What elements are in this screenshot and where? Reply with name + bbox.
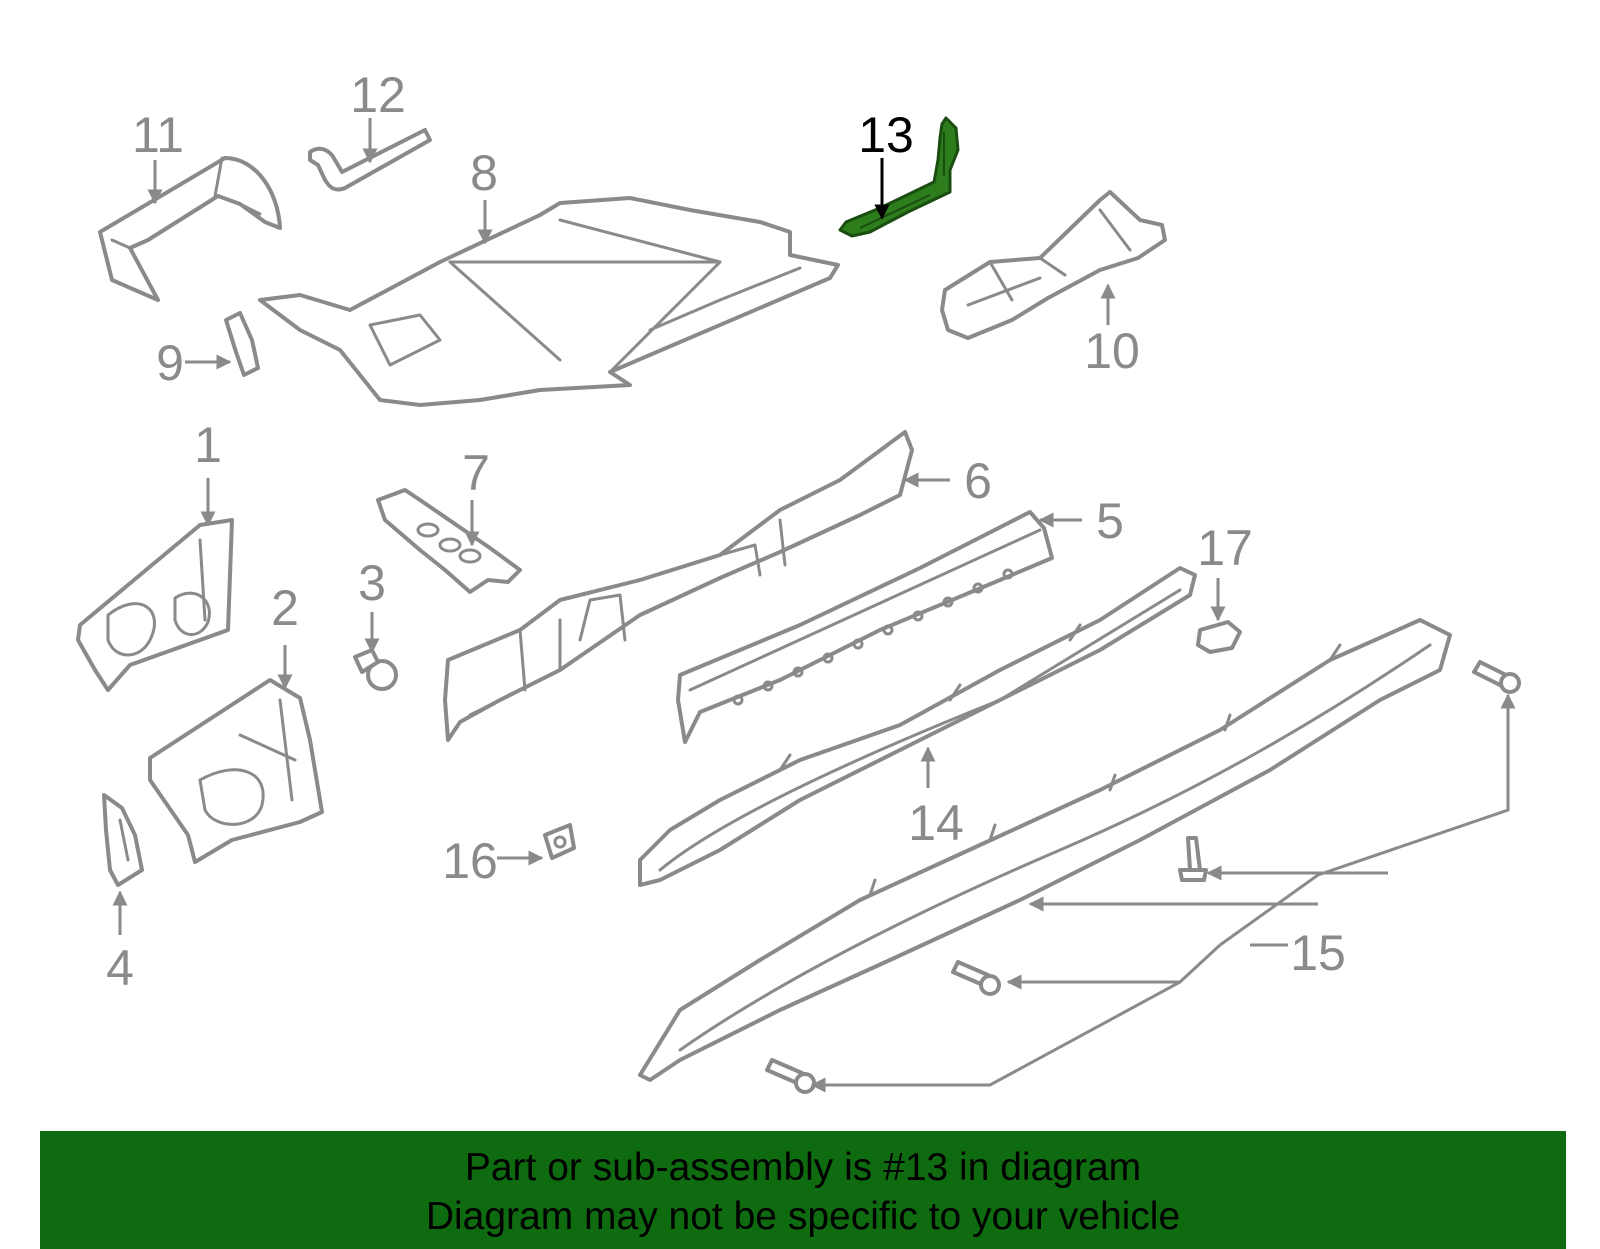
part-1-shape[interactable] (76, 518, 234, 692)
callout-3[interactable]: 3 (358, 555, 386, 611)
part-11-shape[interactable] (98, 156, 282, 302)
footer-line-1: Part or sub-assembly is #13 in diagram (464, 1146, 1142, 1189)
footer-line-2: Diagram may not be specific to your vehi… (425, 1195, 1181, 1238)
callout-13[interactable]: 13 (858, 107, 914, 163)
part-2-shape[interactable] (148, 678, 324, 864)
part-10-shape[interactable] (940, 190, 1167, 340)
callout-10[interactable]: 10 (1084, 323, 1140, 379)
callout-16[interactable]: 16 (442, 833, 498, 889)
part-17-shape[interactable] (1196, 620, 1242, 654)
part-16-shape[interactable] (543, 823, 576, 860)
part-6-shape[interactable] (443, 430, 914, 742)
callout-14[interactable]: 14 (908, 795, 964, 851)
bolt-bottom-icon[interactable] (765, 1058, 816, 1094)
bolt-middle-icon[interactable] (1178, 836, 1208, 882)
callout-4[interactable]: 4 (106, 940, 134, 996)
callout-11[interactable]: 11 (132, 107, 184, 163)
part-13-shape[interactable] (838, 116, 960, 238)
part-5-holes (732, 568, 1014, 706)
part-3-shape[interactable] (353, 648, 398, 691)
bolt-top-right-icon[interactable] (1472, 660, 1521, 694)
part-15-shape[interactable] (638, 618, 1452, 1082)
callout-12[interactable]: 12 (350, 67, 406, 123)
callout-1[interactable]: 1 (194, 417, 222, 473)
callout-17[interactable]: 17 (1197, 520, 1253, 576)
parts-diagram: 11 12 8 9 13 10 1 2 (76, 67, 1521, 1094)
part-14-shape[interactable] (638, 566, 1197, 887)
callout-2[interactable]: 2 (271, 580, 299, 636)
part-7-shape[interactable] (376, 488, 522, 594)
callout-5[interactable]: 5 (1096, 493, 1124, 549)
callout-7[interactable]: 7 (462, 445, 490, 501)
callout-9[interactable]: 9 (156, 335, 184, 391)
part-5-shape[interactable] (676, 510, 1054, 744)
part-15-leaders (810, 693, 1516, 1093)
part-8-shape[interactable] (258, 196, 840, 407)
callout-15[interactable]: 15 (1290, 925, 1346, 981)
part-4-shape[interactable] (102, 793, 144, 887)
part-9-shape[interactable] (224, 311, 260, 377)
footer-banner: Part or sub-assembly is #13 in diagram D… (40, 1131, 1566, 1249)
callout-8[interactable]: 8 (470, 145, 498, 201)
callout-6[interactable]: 6 (964, 453, 992, 509)
bolt-lower-icon[interactable] (951, 960, 1001, 996)
